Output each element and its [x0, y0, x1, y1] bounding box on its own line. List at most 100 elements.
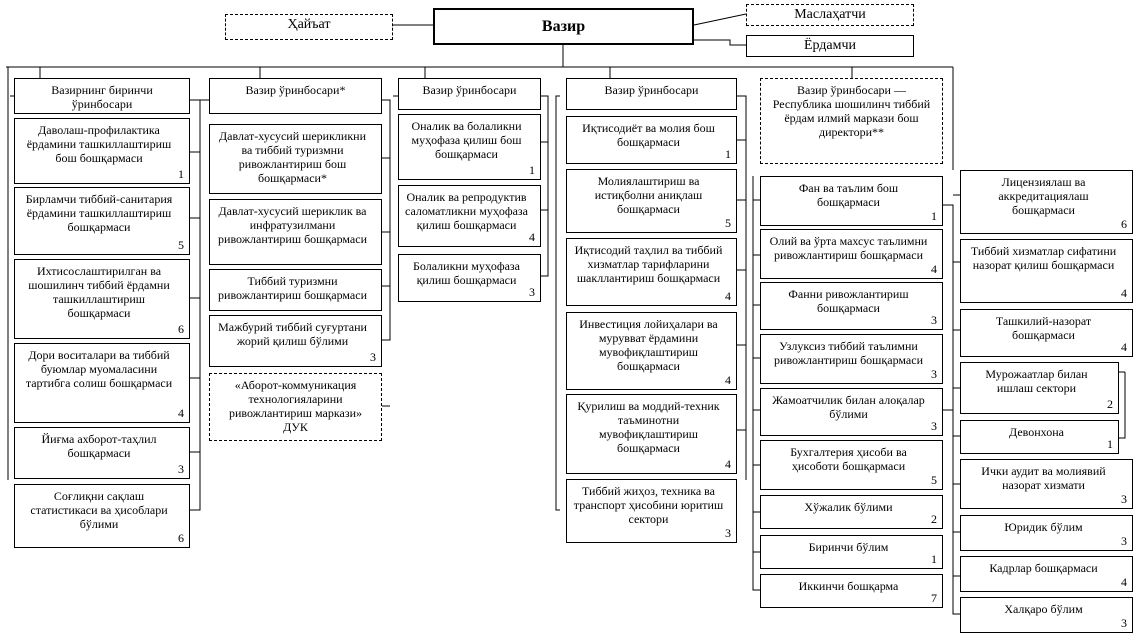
unit-label: Девонхона: [1009, 425, 1064, 439]
staff-count: 4: [725, 457, 731, 471]
unit-c6-7: Юридик бўлим 3: [960, 515, 1133, 551]
unit-c5-1: Фан ва таълим бош бошқармаси 1: [760, 176, 943, 226]
staff-count: 4: [725, 373, 731, 387]
staff-count: 3: [725, 526, 731, 540]
unit-label: Оналик ва репродуктив саломатликни муҳоф…: [405, 190, 528, 232]
unit-label: Тиббий туризмни ривожлантириш бошқармаси: [218, 274, 367, 302]
unit-label: Юридик бўлим: [1004, 520, 1083, 534]
unit-c6-8: Кадрлар бошқармаси 4: [960, 556, 1133, 592]
unit-c6-1: Лицензиялаш ва аккредитациялаш бошқармас…: [960, 170, 1133, 234]
unit-label: «Аборот-коммуникация технологияларини ри…: [228, 378, 363, 434]
unit-label: Мажбурий тиббий суғуртани жорий қилиш бў…: [218, 320, 367, 348]
unit-c4-5: Қурилиш ва моддий-техник таъминотни муво…: [566, 394, 737, 474]
unit-label: Хўжалик бўлими: [804, 500, 893, 514]
unit-c6-5: Девонхона 1: [960, 420, 1119, 454]
staff-count: 4: [178, 406, 184, 420]
unit-label: Бухгалтерия ҳисоби ва ҳисоботи бошқармас…: [790, 445, 907, 473]
unit-c3-1: Оналик ва болаликни муҳофаза қилиш бош б…: [398, 114, 541, 180]
staff-count: 6: [178, 322, 184, 336]
staff-count: 1: [931, 209, 937, 223]
unit-c5-4: Узлуксиз тиббий таълимни ривожлантириш б…: [760, 334, 943, 384]
staff-count: 1: [529, 163, 535, 177]
unit-label: Ташкилий-назорат бошқармаси: [995, 314, 1092, 342]
staff-count: 1: [1107, 437, 1113, 451]
staff-count: 3: [1121, 492, 1127, 506]
unit-label: Фан ва таълим бош бошқармаси: [798, 181, 899, 209]
unit-c3-2: Оналик ва репродуктив саломатликни муҳоф…: [398, 185, 541, 247]
unit-c1-2: Бирламчи тиббий-санитария ёрдамини ташки…: [14, 187, 190, 255]
staff-count: 4: [1121, 575, 1127, 589]
staff-count: 2: [1107, 397, 1113, 411]
unit-label: Узлуксиз тиббий таълимни ривожлантириш б…: [774, 339, 923, 367]
unit-label: Давлат-хусусий шериклик ва инфратузилман…: [218, 204, 367, 246]
staff-count: 3: [1121, 534, 1127, 548]
unit-label: Ички аудит ва молиявий назорат хизмати: [981, 464, 1106, 492]
unit-c1-3: Ихтисослаштирилган ва шошилинч тиббий ёр…: [14, 259, 190, 339]
adviser-box: Маслаҳатчи: [746, 4, 914, 26]
staff-count: 6: [178, 531, 184, 545]
staff-count: 7: [931, 591, 937, 605]
unit-c5-5: Жамоатчилик билан алоқалар бўлими 3: [760, 388, 943, 436]
unit-c4-3: Иқтисодий таҳлил ва тиббий хизматлар тар…: [566, 238, 737, 306]
unit-label: Халқаро бўлим: [1004, 602, 1083, 616]
unit-c2-2: Давлат-хусусий шериклик ва инфратузилман…: [209, 199, 382, 265]
staff-count: 4: [529, 230, 535, 244]
staff-count: 2: [931, 512, 937, 526]
first-deputy-box: Вазирнинг биринчи ўринбосари: [14, 78, 190, 114]
unit-c6-4: Мурожаатлар билан ишлаш сектори 2: [960, 362, 1119, 414]
unit-c2-3: Тиббий туризмни ривожлантириш бошқармаси: [209, 269, 382, 311]
unit-c5-9: Иккинчи бошқарма 7: [760, 574, 943, 608]
unit-label: Тиббий жиҳоз, техника ва транспорт ҳисоб…: [573, 484, 724, 526]
unit-label: Болаликни муҳофаза қилиш бошқармаси: [413, 259, 520, 287]
deputy-box-3: Вазир ўринбосари: [398, 78, 541, 110]
unit-label: Олий ва ўрта махсус таълимни ривожлантир…: [769, 234, 928, 262]
unit-label: Жамоатчилик билан алоқалар бўлими: [772, 393, 925, 421]
unit-c6-6: Ички аудит ва молиявий назорат хизмати 3: [960, 459, 1133, 509]
unit-c1-6: Соғлиқни сақлаш статистикаси ва ҳисоблар…: [14, 484, 190, 548]
staff-count: 1: [725, 147, 731, 161]
staff-count: 1: [178, 167, 184, 181]
staff-count: 5: [931, 473, 937, 487]
staff-count: 3: [931, 313, 937, 327]
unit-label: Кадрлар бошқармаси: [989, 561, 1098, 575]
unit-label: Соғлиқни сақлаш статистикаси ва ҳисоблар…: [30, 489, 168, 531]
unit-label: Дори воситалари ва тиббий буюмлар муомал…: [25, 348, 173, 390]
unit-label: Бирламчи тиббий-санитария ёрдамини ташки…: [25, 192, 173, 234]
staff-count: 3: [529, 285, 535, 299]
staff-count: 3: [931, 419, 937, 433]
assistant-box: Ёрдамчи: [746, 35, 914, 57]
unit-label: Инвестиция лойиҳалари ва мурувват ёрдами…: [579, 317, 718, 373]
unit-label: Молиялаштириш ва истиқболни аниқлаш бошқ…: [594, 174, 703, 216]
staff-count: 5: [178, 238, 184, 252]
unit-label: Иккинчи бошқарма: [798, 579, 899, 593]
staff-count: 4: [931, 262, 937, 276]
staff-count: 3: [178, 462, 184, 476]
staff-count: 1: [931, 552, 937, 566]
unit-c4-6: Тиббий жиҳоз, техника ва транспорт ҳисоб…: [566, 479, 737, 543]
unit-label: Иқтисодиёт ва молия бош бошқармаси: [582, 121, 715, 149]
unit-c1-1: Даволаш-профилактика ёрдамини ташкиллашт…: [14, 118, 190, 184]
unit-label: Даволаш-профилактика ёрдамини ташкиллашт…: [26, 123, 172, 165]
deputy-box-5: Вазир ўринбосари — Республика шошилинч т…: [760, 78, 943, 164]
unit-c5-3: Фанни ривожлантириш бошқармаси 3: [760, 282, 943, 330]
unit-label: Фанни ривожлантириш бошқармаси: [788, 287, 909, 315]
unit-label: Давлат-хусусий шерикликни ва тиббий тури…: [218, 129, 367, 185]
unit-label: Ихтисослаштирилган ва шошилинч тиббий ёр…: [28, 264, 170, 320]
unit-label: Мурожаатлар билан ишлаш сектори: [985, 367, 1088, 395]
minister-box: Вазир: [433, 8, 694, 45]
unit-c5-7: Хўжалик бўлими 2: [760, 495, 943, 529]
staff-count: 3: [1121, 616, 1127, 630]
unit-c2-5: «Аборот-коммуникация технологияларини ри…: [209, 373, 382, 441]
unit-c5-6: Бухгалтерия ҳисоби ва ҳисоботи бошқармас…: [760, 440, 943, 490]
unit-c2-1: Давлат-хусусий шерикликни ва тиббий тури…: [209, 124, 382, 194]
unit-label: Тиббий хизматлар сифатини назорат қилиш …: [970, 244, 1117, 272]
deputy-box-4: Вазир ўринбосари: [566, 78, 737, 110]
unit-c5-2: Олий ва ўрта махсус таълимни ривожлантир…: [760, 229, 943, 279]
unit-label: Оналик ва болаликни муҳофаза қилиш бош б…: [411, 119, 522, 161]
unit-c6-2: Тиббий хизматлар сифатини назорат қилиш …: [960, 239, 1133, 303]
